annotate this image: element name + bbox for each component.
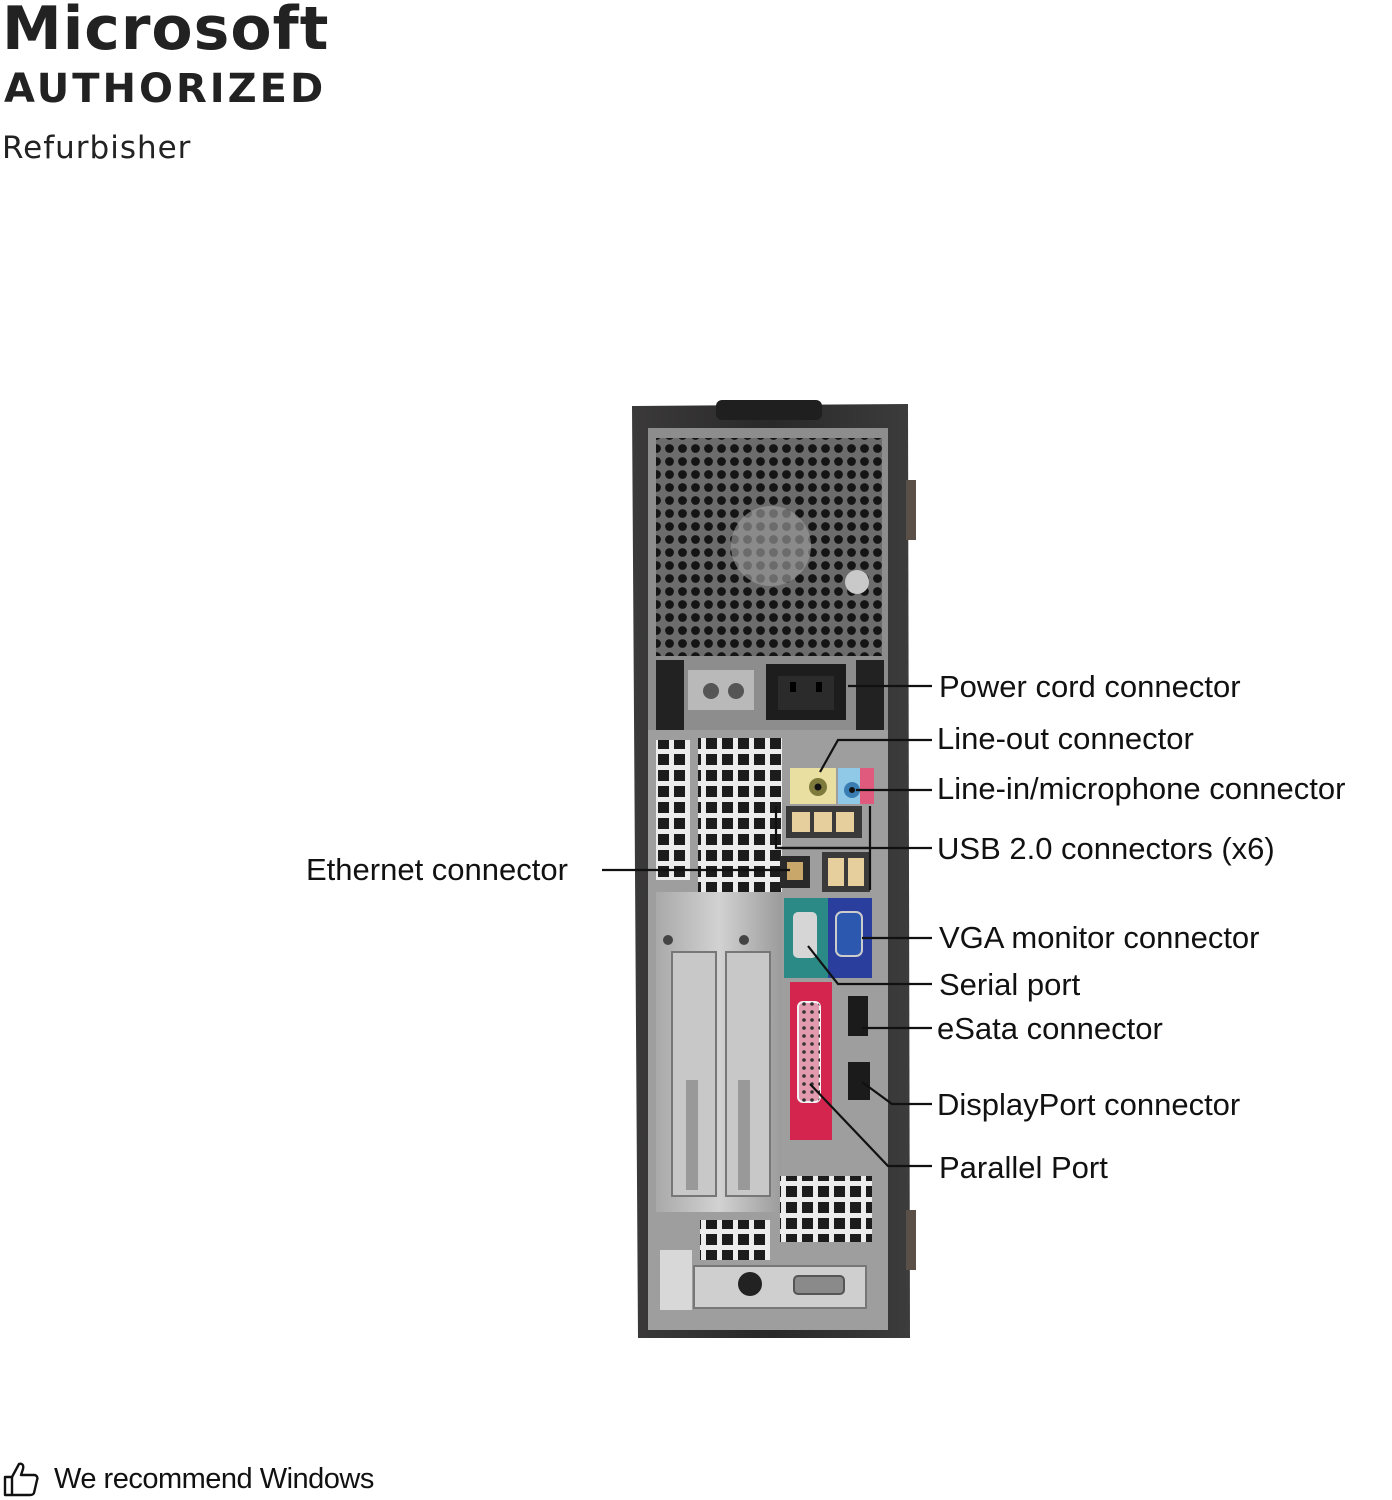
leader-line-out	[819, 738, 932, 773]
recommend-windows-text: We recommend Windows	[54, 1462, 374, 1495]
badge-brand: Microsoft	[2, 0, 330, 64]
io-connectors	[780, 768, 874, 1140]
power-supply	[648, 428, 888, 730]
callout-leaders	[602, 684, 932, 1168]
label-line-out-connector: Line-out connector	[937, 721, 1194, 756]
badge-status: AUTHORIZED	[4, 66, 327, 112]
label-usb-connectors: USB 2.0 connectors (x6)	[937, 831, 1275, 866]
badge-role: Refurbisher	[2, 130, 192, 166]
leader-displayport	[861, 1081, 932, 1106]
label-serial-port: Serial port	[939, 967, 1081, 1002]
leader-parallel	[809, 1083, 932, 1168]
label-esata-connector: eSata connector	[937, 1011, 1163, 1046]
label-power-cord-connector: Power cord connector	[939, 669, 1241, 704]
thumbs-up-icon	[3, 1462, 39, 1497]
label-parallel-port: Parallel Port	[939, 1150, 1108, 1185]
leader-serial	[807, 945, 932, 986]
label-ethernet-connector: Ethernet connector	[306, 852, 568, 887]
label-line-in-connector: Line-in/microphone connector	[937, 771, 1346, 806]
label-vga-connector: VGA monitor connector	[939, 920, 1260, 955]
label-displayport-connector: DisplayPort connector	[937, 1087, 1241, 1122]
recommendation-footer: We recommend Windows	[2, 1460, 374, 1498]
